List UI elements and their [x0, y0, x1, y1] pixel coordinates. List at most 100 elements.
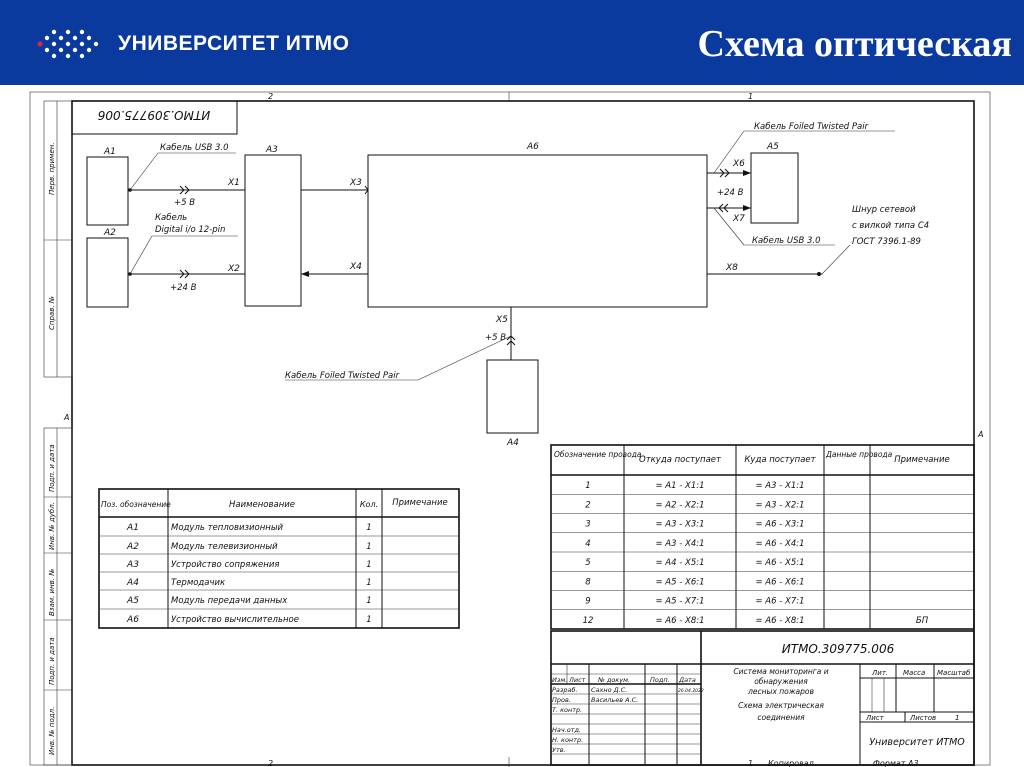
label-x5: X5 — [495, 315, 508, 325]
comp-qty: 1 — [366, 615, 371, 625]
power-cord-2: с вилкой типа С4 — [852, 221, 929, 231]
v5-left: +5 В — [174, 198, 195, 208]
wire-to: = A6 - X8:1 — [755, 616, 804, 626]
side-label-inv-dubl: Инв. № дубл. — [48, 502, 56, 550]
stamp-title-2: обнаружения — [754, 677, 808, 686]
stamp-title-1: Система мониторинга и — [733, 667, 828, 676]
label-a5: A5 — [766, 142, 779, 152]
comp-name: Модуль передачи данных — [171, 596, 288, 606]
wire-to: = A6 - X6:1 — [755, 577, 804, 587]
stamp-tkontr: Т. контр. — [552, 706, 582, 714]
side-label-perv: Перв. примен. — [48, 142, 56, 195]
zone-bottom-1: 1 — [748, 759, 753, 767]
label-a6: A6 — [526, 142, 539, 152]
comp-header-name: Наименование — [229, 500, 295, 510]
label-x8: X8 — [725, 263, 738, 273]
label-a2: A2 — [103, 228, 116, 238]
label-a4: A4 — [506, 438, 519, 448]
comp-header-qty: Кол. — [360, 500, 378, 509]
slide-title: Схема оптическая — [697, 23, 1012, 65]
block-a4 — [486, 359, 539, 434]
cable-ftp-top: Кабель Foiled Twisted Pair — [754, 122, 869, 132]
cable-usb-left: Кабель USB 3.0 — [160, 143, 229, 153]
wire-note: БП — [916, 616, 929, 626]
components-table: Поз. обозначение Наименование Кол. Приме… — [98, 488, 460, 629]
label-a1: A1 — [103, 147, 116, 157]
label-x7: X7 — [732, 214, 745, 224]
side-label-podp-1: Подп. и дата — [48, 444, 56, 492]
stamp-sheets-value: 1 — [955, 714, 959, 722]
wire-id: 3 — [585, 520, 590, 530]
wire-id: 1 — [585, 481, 590, 491]
stamp-sheet: Лист — [865, 714, 885, 722]
label-x6: X6 — [732, 159, 745, 169]
wire-from: = A6 - X8:1 — [655, 616, 704, 626]
zone-left-a: A — [63, 413, 69, 422]
wire-to: = A6 - X4:1 — [755, 539, 804, 549]
wire-from: = A4 - X5:1 — [655, 558, 704, 568]
stamp-org: Университет ИТМО — [869, 737, 965, 748]
drawing-sheet: 2 1 2 1 A A Перв. примен. Справ. № Подп.… — [29, 91, 991, 767]
stamp-col-izm: Изм. — [552, 676, 567, 684]
comp-pos: A1 — [126, 523, 139, 533]
copied-label: Копировал — [768, 759, 814, 767]
components-row: A5 Модуль передачи данных 1 — [126, 596, 372, 606]
wire-row: 4= A3 - X4:1= A6 - X4:1 — [551, 532, 974, 549]
power-cord-1: Шнур сетевой — [852, 205, 916, 215]
doc-code-rotated: ИТМО.309775.006 — [97, 108, 210, 122]
stamp-sheets: Листов — [909, 714, 936, 722]
comp-header-note: Примечание — [392, 498, 448, 508]
wire-header-id: Обозначение провода — [554, 450, 642, 459]
wire-row: 3= A3 - X3:1= A6 - X3:1 — [551, 513, 974, 530]
wire-from: = A2 - X2:1 — [655, 500, 704, 510]
zone-top-1: 1 — [748, 92, 753, 101]
comp-qty: 1 — [366, 560, 371, 570]
stamp-prov-label: Пров. — [552, 696, 571, 704]
stamp-mass: Масса — [903, 669, 925, 677]
comp-pos: A4 — [126, 578, 139, 588]
zone-right-a: A — [977, 430, 983, 439]
block-a2 — [86, 237, 129, 308]
side-strip: Перв. примен. Справ. № Подп. и дата Инв.… — [43, 100, 73, 766]
wire-id: 9 — [585, 597, 590, 607]
comp-qty: 1 — [366, 596, 371, 606]
v5-bottom: +5 В — [485, 333, 506, 343]
title-block: ИТМО.309775.006 Система мониторинга и об… — [550, 630, 975, 767]
wire-row: 9= A5 - X7:1= A6 - X7:1 — [551, 590, 974, 607]
comp-qty: 1 — [366, 523, 371, 533]
side-label-vzam: Взам. инв. № — [48, 568, 56, 616]
logo-text: УНИВЕРСИТЕТ ИТМО — [118, 32, 350, 55]
wire-row: 2= A2 - X2:1= A3 - X2:1 — [551, 493, 974, 510]
label-x3: X3 — [349, 178, 362, 188]
wire-id: 8 — [585, 577, 591, 587]
wire-id: 12 — [583, 616, 594, 626]
wire-to: = A6 - X5:1 — [755, 558, 804, 568]
comp-pos: A2 — [126, 542, 139, 552]
wire-id: 5 — [585, 558, 590, 568]
stamp-razrab-label: Разраб. — [552, 686, 578, 694]
wire-header-note: Примечание — [894, 455, 950, 465]
stamp-col-doc: № докум. — [597, 676, 630, 684]
wire-to: = A6 - X3:1 — [755, 520, 804, 530]
comp-pos: A5 — [126, 596, 139, 606]
wire-table: Обозначение провода Откуда поступает Куд… — [550, 444, 975, 630]
stamp-scale: Масштаб — [937, 669, 971, 677]
cable-digital-2: Digital i/o 12-pin — [155, 225, 225, 235]
doc-code-box: ИТМО.309775.006 — [71, 100, 238, 135]
comp-name: Термодачик — [171, 578, 226, 588]
comp-header-pos: Поз. обозначение — [101, 500, 171, 509]
wire-id: 4 — [585, 539, 590, 549]
stamp-razrab-date: 26.04.2022 — [678, 688, 704, 694]
stamp-col-list: Лист — [568, 676, 586, 684]
cable-ftp-bottom: Кабель Foiled Twisted Pair — [285, 371, 400, 381]
block-a6 — [367, 154, 708, 308]
comp-pos: A6 — [126, 615, 139, 625]
comp-qty: 1 — [366, 578, 371, 588]
stamp-code: ИТМО.309775.006 — [782, 642, 895, 656]
block-a1 — [86, 156, 129, 226]
wire-header-to: Куда поступает — [744, 455, 816, 465]
